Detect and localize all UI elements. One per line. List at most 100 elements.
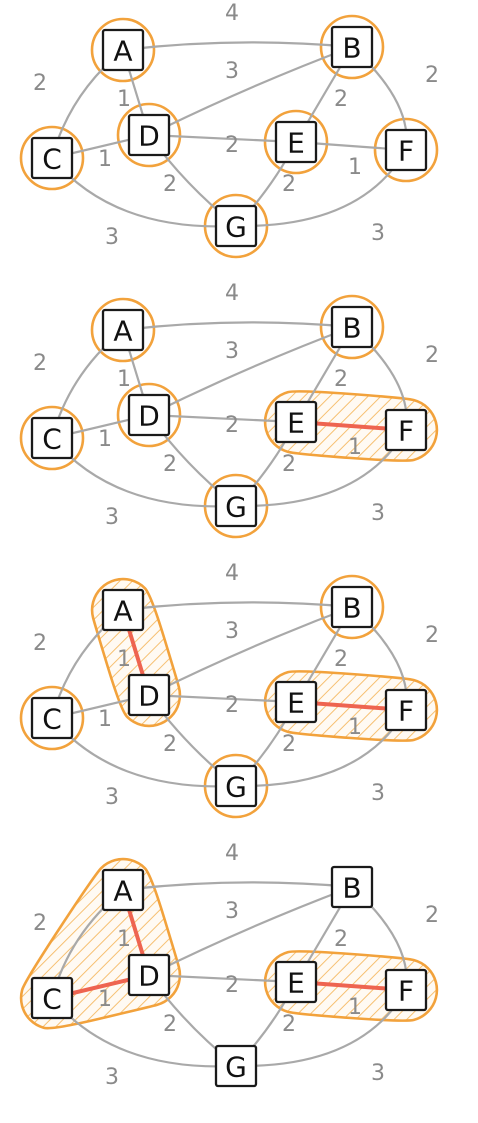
node-d: D — [127, 393, 171, 437]
cluster-d — [116, 102, 182, 168]
node-f: F — [384, 688, 428, 732]
node-box — [127, 113, 171, 157]
cluster-c — [19, 685, 85, 751]
cluster-c — [19, 405, 85, 471]
node-label: B — [342, 872, 361, 905]
node-f: F — [384, 968, 428, 1012]
cluster-e — [263, 109, 329, 175]
node-label: A — [113, 875, 132, 908]
edge-weight-a-b: 4 — [225, 841, 239, 866]
cluster-b — [319, 294, 385, 360]
node-label: E — [287, 407, 305, 440]
edge-b-d — [147, 605, 354, 697]
node-box — [101, 28, 145, 72]
node-label: G — [225, 491, 247, 524]
node-c: C — [30, 136, 74, 180]
edge-weight-c-g: 3 — [105, 785, 119, 810]
node-label: E — [287, 967, 305, 1000]
edge-d-e — [147, 973, 298, 984]
edge-weight-e-f: 1 — [348, 435, 362, 460]
edge-weight-a-c: 2 — [33, 911, 47, 936]
node-label: C — [42, 423, 62, 456]
node-label: G — [225, 211, 247, 244]
node-box — [274, 960, 318, 1004]
edge-d-e — [147, 133, 298, 144]
node-e: E — [274, 400, 318, 444]
edge-weight-c-g: 3 — [105, 225, 119, 250]
node-box — [214, 204, 258, 248]
cluster-b — [319, 14, 385, 80]
node-a: A — [101, 28, 145, 72]
node-box — [330, 25, 374, 69]
node-label: D — [138, 680, 160, 713]
node-box — [330, 865, 374, 909]
node-label: A — [113, 35, 132, 68]
node-a: A — [101, 868, 145, 912]
node-label: A — [113, 315, 132, 348]
node-box — [214, 484, 258, 528]
node-box — [384, 128, 428, 172]
edge-weight-d-e: 2 — [225, 413, 239, 438]
edge-b-d — [147, 45, 354, 137]
edge-weight-b-e: 2 — [334, 647, 348, 672]
node-label: A — [113, 595, 132, 628]
node-b: B — [330, 585, 374, 629]
node-box — [30, 696, 74, 740]
edge-d-e — [147, 693, 298, 704]
edge-a-b — [121, 601, 354, 612]
cluster-a — [90, 297, 156, 363]
node-g: G — [214, 204, 258, 248]
node-g: G — [214, 484, 258, 528]
node-box — [127, 673, 171, 717]
edge-weight-e-g: 2 — [282, 1012, 296, 1037]
edge-weight-b-e: 2 — [334, 367, 348, 392]
edge-weight-c-g: 3 — [105, 505, 119, 530]
node-label: F — [398, 695, 414, 728]
node-box — [101, 588, 145, 632]
node-box — [274, 120, 318, 164]
node-d: D — [127, 113, 171, 157]
node-b: B — [330, 25, 374, 69]
edge-weight-d-g: 2 — [163, 452, 177, 477]
edge-weight-a-d: 1 — [117, 367, 131, 392]
edge-weight-a-d: 1 — [117, 927, 131, 952]
node-a: A — [101, 308, 145, 352]
node-label: D — [138, 400, 160, 433]
edge-weight-c-d: 1 — [98, 707, 112, 732]
node-box — [101, 308, 145, 352]
node-label: C — [42, 703, 62, 736]
edge-b-d — [147, 325, 354, 417]
edge-c-g — [50, 436, 238, 508]
node-box — [101, 868, 145, 912]
node-label: E — [287, 687, 305, 720]
edge-weight-c-d: 1 — [98, 987, 112, 1012]
edge-c-g — [50, 716, 238, 788]
node-e: E — [274, 120, 318, 164]
node-label: C — [42, 983, 62, 1016]
edge-a-b — [121, 41, 354, 52]
cluster-group — [19, 857, 439, 1030]
edge-weight-b-d: 3 — [225, 899, 239, 924]
node-a: A — [101, 588, 145, 632]
cluster-c — [19, 125, 85, 191]
node-box — [127, 953, 171, 997]
node-f: F — [384, 408, 428, 452]
edge-weight-d-e: 2 — [225, 693, 239, 718]
edge-weight-d-e: 2 — [225, 973, 239, 998]
node-g: G — [214, 1044, 258, 1088]
node-box — [214, 1044, 258, 1088]
edge-weight-c-d: 1 — [98, 147, 112, 172]
edge-weight-c-g: 3 — [105, 1065, 119, 1090]
edge-weight-a-b: 4 — [225, 1, 239, 26]
cluster-f — [373, 117, 439, 183]
